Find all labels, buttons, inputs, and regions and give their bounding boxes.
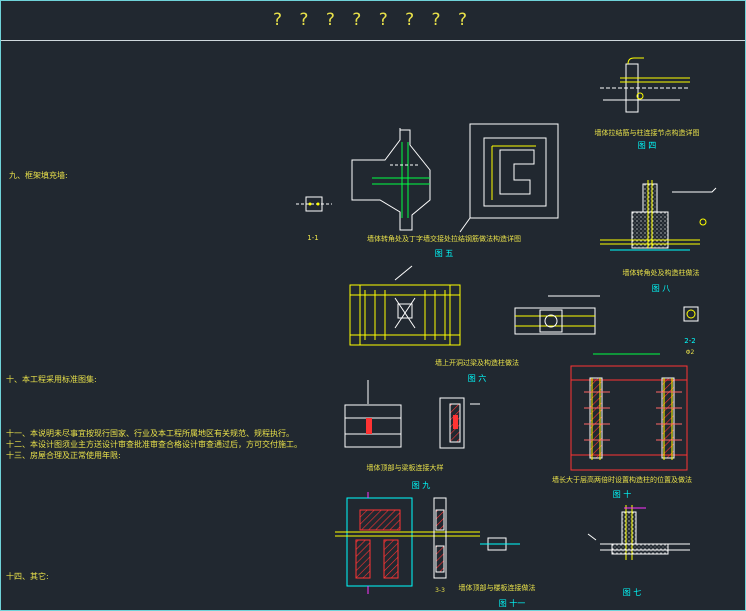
drawing-title: ? ? ? ? ? ? ? ? (272, 10, 473, 30)
figure-5-caption: 墙体转角处及丁字墙交接处拉结钢筋做法构造详图 (367, 234, 521, 243)
note-item-9: 九、框架填充墙: (9, 171, 68, 180)
figure-8-label: 图 八 (652, 284, 671, 293)
figure-11-caption: 墙体顶部与楼板连接做法 (459, 583, 536, 592)
section-2-2-detail (683, 306, 699, 322)
figure-4-label: 图 四 (638, 141, 657, 150)
section-2-2-label: 2-2 (684, 337, 695, 345)
figure-6-label: 图 六 (468, 373, 487, 383)
figure-5-label: 图 五 (435, 249, 454, 258)
figure-8-caption: 墙体转角处及构造柱做法 (623, 268, 700, 277)
figure-10-label: 图 十 (613, 489, 632, 499)
figure-4-detail (600, 57, 690, 113)
figure-6-caption: 墙上开洞过梁及构造柱做法 (435, 358, 519, 367)
note-item-11: 十一、本说明未尽事宜按现行国家、行业及本工程所属地区有关规范、规程执行。 (6, 429, 294, 438)
figure-10-detail (570, 353, 688, 471)
figure-9-caption: 墙体顶部与梁板连接大样 (367, 463, 444, 472)
note-item-14: 十四、其它: (6, 572, 49, 581)
note-item-12: 十二、本设计图须业主方送设计审查批准审查合格设计审查通过后，方可交付施工。 (6, 440, 302, 449)
figure-10-caption: 墙长大于层高两倍时设置构造柱的位置及做法 (552, 475, 692, 484)
figure-6-detail (349, 265, 600, 346)
figure-9-detail (344, 380, 480, 449)
section-2-2-sub: Φ2 (686, 349, 695, 356)
figure-8-detail (600, 180, 717, 251)
figure-11-detail (335, 492, 520, 594)
figure-11-label: 图 十一 (499, 598, 526, 608)
figure-7-label: 图 七 (623, 588, 642, 597)
section-1-1-label: 1-1 (307, 234, 318, 242)
note-item-13: 十三、房屋合理及正常使用年限: (6, 451, 121, 460)
section-3-3-label: 3-3 (435, 587, 445, 594)
figure-5-detail (296, 123, 559, 233)
figure-7-detail (587, 505, 690, 560)
figure-4-caption: 墙体拉结筋与柱连接节点构造详图 (595, 128, 700, 137)
title-bar: ? ? ? ? ? ? ? ? (1, 1, 745, 41)
figure-9-label: 图 九 (412, 481, 431, 490)
note-item-10: 十、本工程采用标准图集: (6, 375, 97, 384)
